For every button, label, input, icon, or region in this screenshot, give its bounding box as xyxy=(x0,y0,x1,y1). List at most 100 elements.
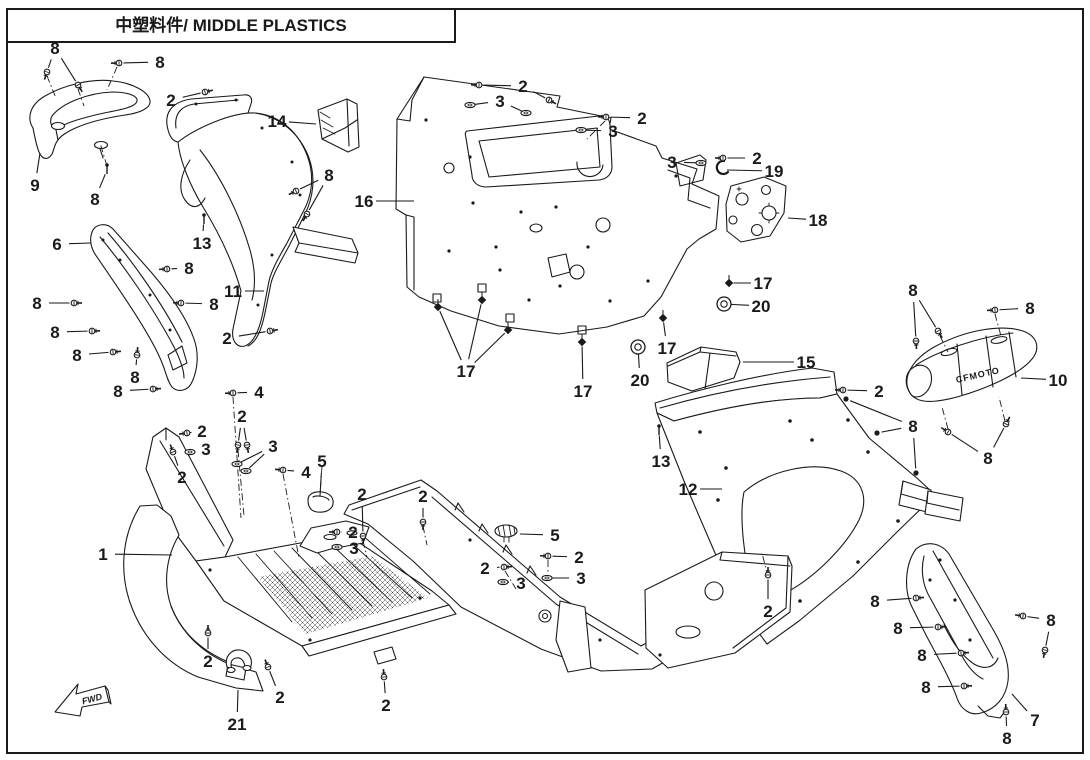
callout-8: 8 xyxy=(50,323,59,342)
callout-5: 5 xyxy=(317,452,326,471)
callout-8: 8 xyxy=(1002,729,1011,748)
callout-8: 8 xyxy=(921,678,930,697)
callout-8: 8 xyxy=(870,592,879,611)
washer-icon xyxy=(521,110,531,115)
screw-icon xyxy=(110,349,121,355)
part-5-plug-shape xyxy=(495,525,517,542)
screw-icon xyxy=(170,444,176,454)
leader-line xyxy=(320,473,321,496)
part-18-shape xyxy=(726,177,786,242)
callout-19: 19 xyxy=(765,162,784,181)
clip-icon xyxy=(658,310,668,323)
part-9-shape xyxy=(30,80,150,158)
part-21-shape xyxy=(226,650,251,673)
centerline xyxy=(78,89,84,106)
callout-8: 8 xyxy=(90,190,99,209)
callout-8: 8 xyxy=(130,368,139,387)
callout-7: 7 xyxy=(1030,711,1039,730)
leader-line xyxy=(914,438,916,469)
leader-line xyxy=(475,333,505,362)
callout-8: 8 xyxy=(917,646,926,665)
callout-13: 13 xyxy=(193,234,212,253)
screw-icon xyxy=(275,467,286,473)
callout-2: 2 xyxy=(752,149,761,168)
leader-line xyxy=(309,185,323,210)
washer-icon xyxy=(696,160,706,165)
leader-line xyxy=(123,62,148,63)
screw-icon xyxy=(598,114,609,120)
callout-9: 9 xyxy=(30,176,39,195)
screw-icon xyxy=(913,595,924,601)
callout-4: 4 xyxy=(301,463,311,482)
leader-line xyxy=(728,304,749,305)
page-title: 中塑料件/ MIDDLE PLASTICS xyxy=(115,15,346,35)
screw-icon xyxy=(89,328,100,334)
pin-icon xyxy=(105,163,109,174)
leader-line xyxy=(241,451,262,462)
grommet-icon xyxy=(717,297,731,311)
leader-line xyxy=(270,671,276,686)
screw-icon xyxy=(75,82,82,92)
screw-icon xyxy=(235,442,241,453)
part-5-pad-shape xyxy=(308,492,333,512)
leader-line xyxy=(934,653,957,654)
washer-icon xyxy=(498,579,508,584)
washer-icon xyxy=(185,449,195,454)
leader-line xyxy=(61,58,75,81)
clip-icon xyxy=(724,275,734,288)
title-box xyxy=(7,9,455,42)
leader-line xyxy=(115,554,172,555)
centerline xyxy=(940,336,948,352)
screw-icon xyxy=(179,430,190,436)
callout-20: 20 xyxy=(631,371,650,390)
screw-icon xyxy=(44,69,50,79)
leader-line xyxy=(1046,632,1049,646)
screw-icon xyxy=(913,338,919,349)
leader-line xyxy=(249,454,264,468)
dot-icon xyxy=(874,430,880,436)
screw-icon xyxy=(267,328,278,334)
callout-3: 3 xyxy=(516,574,525,593)
screw-icon xyxy=(159,266,170,272)
leader-line xyxy=(239,428,241,441)
screw-icon xyxy=(202,89,213,95)
leader-line xyxy=(938,686,960,687)
clip-icon xyxy=(433,299,443,312)
screw-icon xyxy=(961,683,972,689)
screw-icon xyxy=(941,428,951,435)
leader-line xyxy=(474,103,488,105)
centerline xyxy=(505,571,516,589)
leader-line xyxy=(534,92,545,98)
leader-line xyxy=(136,359,137,365)
callout-12: 12 xyxy=(679,480,698,499)
part-12-shape xyxy=(655,368,932,644)
callout-6: 6 xyxy=(52,235,61,254)
screw-icon xyxy=(71,300,82,306)
leader-line xyxy=(582,346,583,379)
leader-line xyxy=(788,218,806,219)
washer-icon xyxy=(576,127,586,132)
centerline xyxy=(587,121,605,139)
washer-icon xyxy=(465,102,475,107)
part-10-shape: CFMOTO xyxy=(906,328,1037,401)
callout-8: 8 xyxy=(155,53,164,72)
screw-icon xyxy=(1015,613,1026,619)
screw-icon xyxy=(289,188,299,195)
screw-icon xyxy=(205,625,211,636)
leader-line xyxy=(89,352,109,354)
leader-line xyxy=(483,85,511,86)
part-1-shape xyxy=(124,428,456,691)
leader-line xyxy=(384,681,385,693)
callout-8: 8 xyxy=(893,619,902,638)
screw-icon xyxy=(987,307,998,313)
callout-8: 8 xyxy=(50,39,59,58)
callout-2: 2 xyxy=(418,487,427,506)
leader-line xyxy=(203,224,204,231)
leader-line xyxy=(239,332,266,336)
leader-line xyxy=(289,122,316,124)
leader-line xyxy=(847,390,867,391)
screw-icon xyxy=(420,519,426,530)
leader-line xyxy=(69,243,91,244)
